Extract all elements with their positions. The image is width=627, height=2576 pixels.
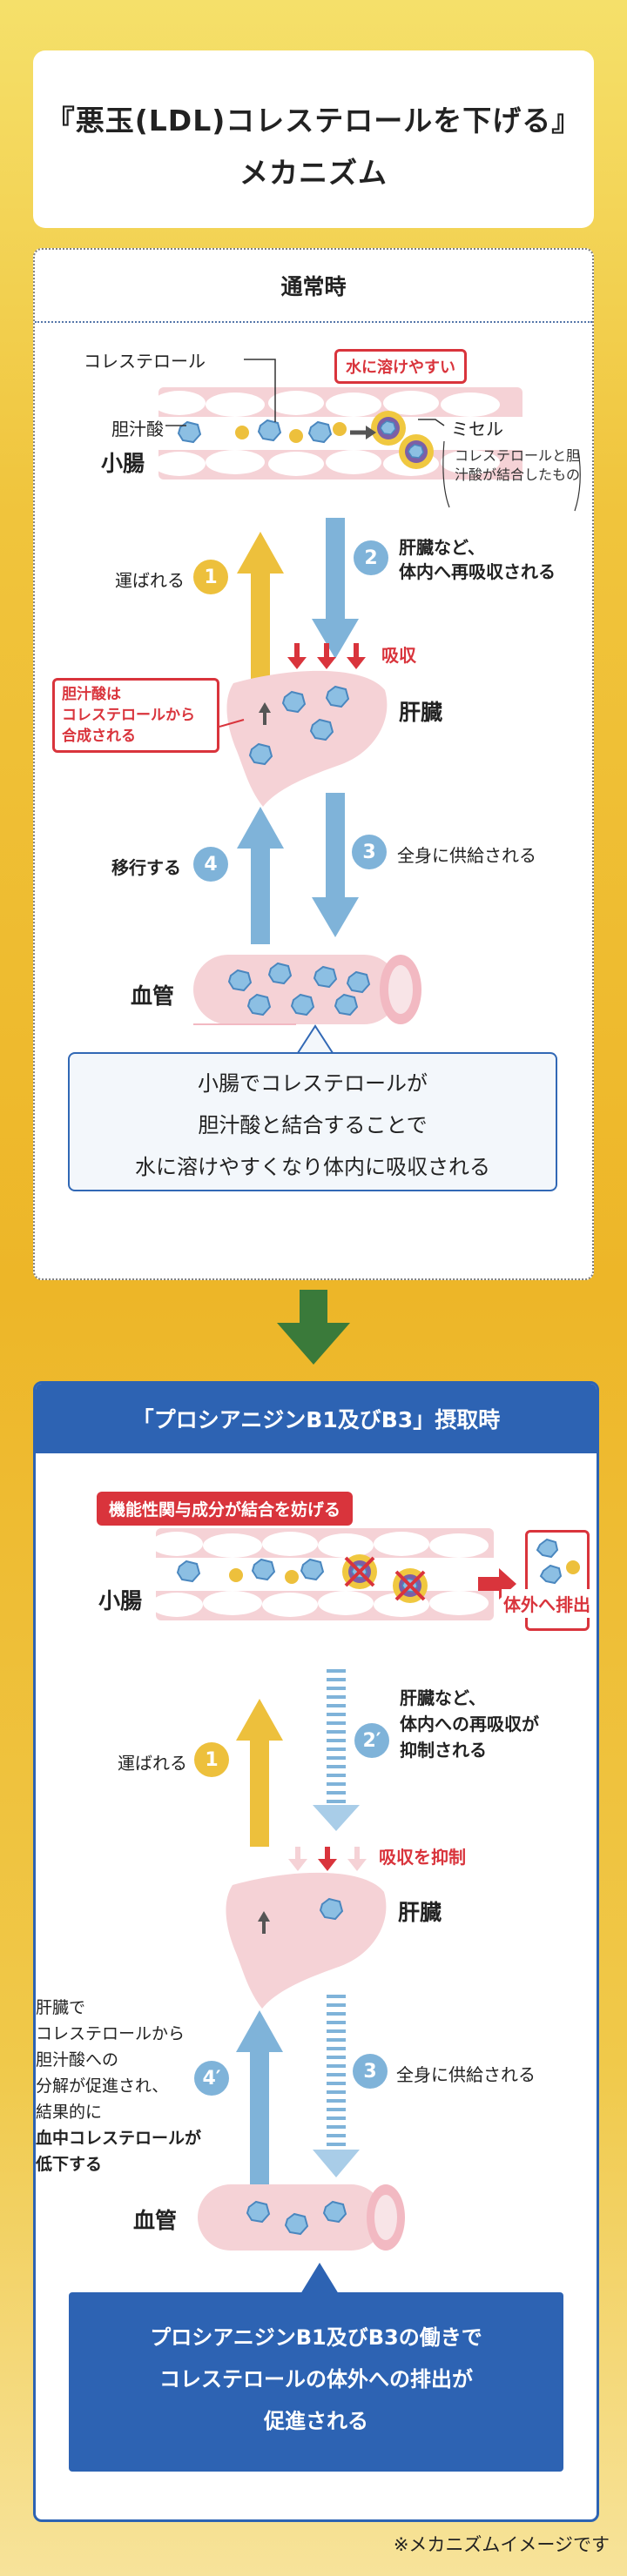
intake-step1-label: 運ばれる [118,1753,187,1774]
intake-step4-line-1: 肝臓で [36,1998,86,2017]
intake-step4-line-2: コレステロールから [36,2024,185,2043]
step4-number: 4 [193,847,228,882]
arrow-supply-dashed [313,1995,360,2177]
label-micelle: ミセル [451,419,503,439]
intake-summary-line-2: コレステロールの体外への排出が [159,2367,473,2392]
step4-label: 移行する [111,857,181,878]
intake-label-small-intestine: 小腸 [98,1588,143,1613]
intake-panel-header: 「プロシアニジンB1及びB3」摂取時 [36,1384,597,1453]
footnote: ※メカニズムイメージです [393,2534,610,2555]
intake-step2-line-2: 体内への再吸収が [400,1714,539,1734]
intake-liver-graphic [226,1872,387,2009]
step1-label: 運ばれる [115,570,185,591]
intake-step2-number: 2′ [354,1723,389,1758]
label-absorb: 吸収 [381,645,416,666]
normal-summary-line-3: 水に溶けやすくなり体内に吸収される [135,1155,490,1179]
normal-summary-line-1: 小腸でコレステロールが [198,1071,428,1096]
intake-step4-line-5: 結果的に [36,2103,103,2122]
arrow-supply-down [312,793,359,937]
normal-summary-callout: 小腸でコレステロールが 胆汁酸と結合することで 水に溶けやすくなり体内に吸収され… [68,1052,557,1191]
intake-label-blood-vessel: 血管 [133,2208,178,2233]
liver-note-line-1: 胆汁酸は [62,686,121,703]
intake-step4-line-6: 血中コレステロールが [36,2129,202,2148]
normal-panel: 通常時 [33,248,594,1280]
intake-summary-line-3: 促進される [264,2409,368,2433]
title-line-2: メカニズム [239,156,388,190]
step2-label-b: 体内へ再吸収される [399,561,556,582]
label-water-soluble: 水に溶けやすい [334,349,467,384]
excrete-contents [536,1538,580,1585]
intake-step2-line-3: 抑制される [400,1740,487,1761]
liver-graphic [226,670,388,807]
label-absorb-inhibit: 吸収を抑制 [379,1847,466,1868]
intake-diagram [151,1528,516,2294]
title-line-1: 『悪玉(LDL)コレステロールを下げる』 [45,104,582,138]
label-cholesterol: コレステロール [84,351,206,372]
arrow-reabsorb-down [312,518,359,659]
step2-number: 2 [354,540,388,575]
intake-step4-line-7: 低下する [36,2155,103,2174]
intake-step4-number: 4′ [194,2061,229,2096]
absorb-arrows [287,643,366,669]
intake-step2-label: 肝臓など、 体内への再吸収が 抑制される [400,1685,539,1763]
arrow-reabsorb-suppressed [313,1669,360,1831]
label-bile-acid: 胆汁酸 [111,419,164,439]
intake-step4-line-4: 分解が促進され、 [36,2076,169,2096]
normal-panel-header: 通常時 [35,250,592,323]
intake-summary-callout: プロシアニジンB1及びB3の働きで コレステロールの体外への排出が 促進される [69,2292,563,2472]
intake-step1-number: 1 [194,1742,229,1777]
label-blood-vessel: 血管 [131,983,175,1009]
title-card: 『悪玉(LDL)コレステロールを下げる』 メカニズム [33,50,594,228]
step2-label-a: 肝臓など、 [399,537,485,558]
intake-summary-line-1: プロシアニジンB1及びB3の働きで [150,2325,482,2350]
intake-step4-label: 肝臓で コレステロールから 胆汁酸への 分解が促進され、 結果的に 血中コレステ… [36,1995,201,2177]
normal-summary-line-2: 胆汁酸と結合することで [198,1113,428,1137]
intake-step2-line-1: 肝臓など、 [400,1687,486,1708]
arrow-transport-up [237,532,284,680]
step1-number: 1 [193,560,228,594]
normal-diagram [153,359,581,1057]
label-inhibit: 機能性関与成分が結合を妨げる [97,1492,354,1526]
intake-step3-label: 全身に供給される [396,2064,536,2085]
intake-label-liver: 肝臓 [398,1900,442,1925]
liver-note: 胆汁酸は コレステロールから 合成される [52,678,219,753]
liver-note-line-3: 合成される [62,728,136,745]
label-liver: 肝臓 [399,700,443,725]
micelle-note: コレステロールと胆汁酸が結合したもの [455,447,581,483]
intake-panel: 「プロシアニジンB1及びB3」摂取時 [33,1381,599,2522]
arrow-migrate-up [237,807,284,944]
intake-step4-line-3: 胆汁酸への [36,2050,119,2070]
label-small-intestine: 小腸 [101,451,145,476]
intake-step3-number: 3 [353,2054,388,2089]
liver-note-line-2: コレステロールから [62,707,195,724]
step3-label: 全身に供給される [397,845,536,866]
step3-number: 3 [352,835,387,869]
intake-small-intestine-graphic [151,1528,494,1620]
transition-arrow [277,1290,350,1365]
label-excrete: 体外へ排出 [502,1589,592,1618]
